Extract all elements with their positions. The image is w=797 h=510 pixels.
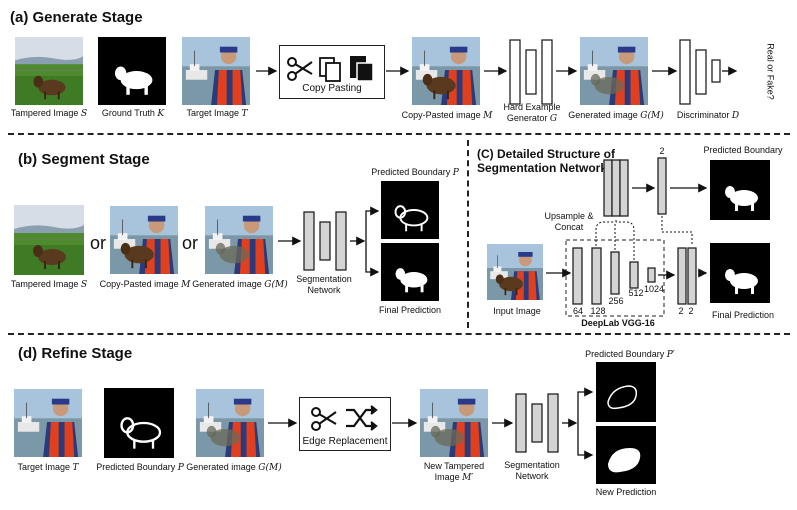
seg-net-b-layer-1	[303, 211, 315, 271]
copy-pasted-image-b-label: Copy-Pasted image M	[99, 279, 191, 290]
predicted-boundary-d-out-label: Predicted Boundary P′	[585, 349, 675, 360]
or-text-1: or	[90, 233, 107, 253]
final-prediction-b-label: Final Prediction	[378, 305, 442, 315]
upsample-label: Upsample &Concat	[544, 211, 594, 232]
generated-image-a	[580, 36, 648, 106]
c-input-image	[487, 243, 543, 301]
stage-a-title: (a) Generate Stage	[10, 9, 143, 26]
divider-bc	[467, 140, 469, 328]
target-image-d-label: Target Image T	[17, 462, 79, 473]
discriminator-label: Discriminator D	[676, 110, 740, 121]
target-image-a	[182, 37, 250, 105]
copy-pasted-image-a	[412, 36, 480, 106]
deeplab-layer-64	[572, 247, 583, 305]
ground-truth-label: Ground Truth K	[101, 108, 165, 119]
or-text-2: or	[182, 233, 199, 253]
generator-layer-2	[525, 49, 537, 95]
c-final-prediction-label: Final Prediction	[711, 310, 775, 320]
upsample-layer-3	[619, 159, 629, 217]
generated-image-d-label: Generated image G(M)	[186, 462, 282, 473]
deeplab-layer-128	[591, 247, 602, 305]
seg-net-b-layer-2	[319, 221, 331, 261]
seg-net-d-layer-1	[515, 393, 527, 453]
seg-net-d-layer-3	[547, 393, 559, 453]
predicted-boundary-d-image	[104, 388, 174, 458]
c-top-2: 2	[659, 146, 665, 156]
stage-b-title: (b) Segment Stage	[18, 151, 150, 168]
discriminator-layer-1	[679, 39, 691, 105]
c-predicted-boundary-label: Predicted Boundary	[703, 145, 783, 155]
ch-2a: 2	[678, 306, 684, 316]
deeplab-label: DeepLab VGG-16	[581, 318, 655, 328]
predicted-boundary-d-label: Predicted Boundary P	[96, 462, 184, 473]
tampered-image-a-label: Tampered Image S	[10, 108, 88, 119]
deeplab-layer-1024	[647, 267, 656, 283]
divider-ab	[8, 133, 790, 135]
deeplab-out-layer-2	[687, 247, 697, 305]
real-or-fake-label: Real or Fake?	[765, 43, 776, 100]
new-prediction-label: New Prediction	[595, 487, 657, 497]
ch-128: 128	[590, 306, 606, 316]
stage-d-title: (d) Refine Stage	[18, 345, 133, 362]
generated-image-b	[205, 205, 273, 275]
discriminator-layer-3	[711, 59, 721, 83]
tampered-image-b-label: Tampered Image S	[10, 279, 88, 290]
copy-pasted-image-a-label: Copy-Pasted image M	[401, 110, 493, 121]
upsample-out-layer	[657, 157, 667, 215]
ch-1024: 1024	[643, 284, 665, 294]
c-final-prediction-image	[710, 243, 770, 303]
generator-layer-1	[509, 39, 521, 105]
generated-image-b-label: Generated image G(M)	[192, 279, 288, 290]
deeplab-layer-512	[629, 261, 639, 289]
target-image-d	[14, 388, 82, 458]
tampered-image-b	[14, 205, 84, 275]
copy-pasting-label: Copy Pasting	[302, 83, 362, 94]
deeplab-out-layer-1	[677, 247, 687, 305]
target-image-a-label: Target Image T	[186, 108, 248, 119]
ground-truth-image	[98, 36, 166, 106]
predicted-boundary-d-out-image	[596, 362, 656, 422]
discriminator-layer-2	[695, 49, 707, 95]
generated-image-d	[196, 388, 264, 458]
predicted-boundary-b-label: Predicted Boundary P	[371, 167, 459, 178]
seg-net-d-layer-2	[531, 403, 543, 443]
tampered-image-a	[14, 37, 84, 105]
new-prediction-image	[596, 426, 656, 484]
generator-layer-3	[541, 39, 553, 105]
generated-image-a-label: Generated image G(M)	[568, 110, 664, 121]
predicted-boundary-b-image	[381, 181, 439, 239]
c-predicted-boundary-image	[710, 160, 770, 220]
final-prediction-b-image	[381, 243, 439, 301]
divider-cd	[8, 333, 790, 335]
new-tampered-image	[420, 388, 488, 458]
seg-net-b-layer-3	[335, 211, 347, 271]
ch-64: 64	[572, 306, 583, 316]
edge-replacement-label: Edge Replacement	[302, 436, 388, 447]
ch-2b: 2	[688, 306, 694, 316]
copy-pasted-image-b	[110, 205, 178, 275]
c-input-image-label: Input Image	[493, 306, 541, 316]
deeplab-layer-256	[610, 251, 620, 295]
